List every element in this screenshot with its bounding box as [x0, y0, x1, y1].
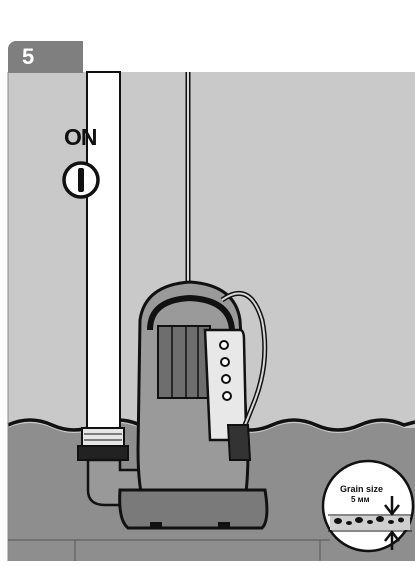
pump-base	[120, 490, 267, 528]
pump-foot	[150, 522, 162, 528]
step-number: 5	[22, 44, 34, 70]
step-tab	[8, 41, 83, 73]
grain-size-value: 5 мм	[351, 495, 370, 504]
on-label: ON	[64, 124, 97, 151]
float-hole	[220, 341, 228, 349]
float-hole	[222, 375, 230, 383]
float-hole	[221, 358, 229, 366]
grain-size-label: Grain size	[340, 484, 383, 494]
pump-foot	[218, 522, 230, 528]
pump-cavity	[158, 326, 210, 398]
hose-connector	[78, 446, 128, 460]
float-hole	[223, 392, 231, 400]
grain-size-magnifier	[323, 461, 413, 551]
float	[228, 425, 250, 460]
power-symbol-icon	[64, 163, 98, 197]
